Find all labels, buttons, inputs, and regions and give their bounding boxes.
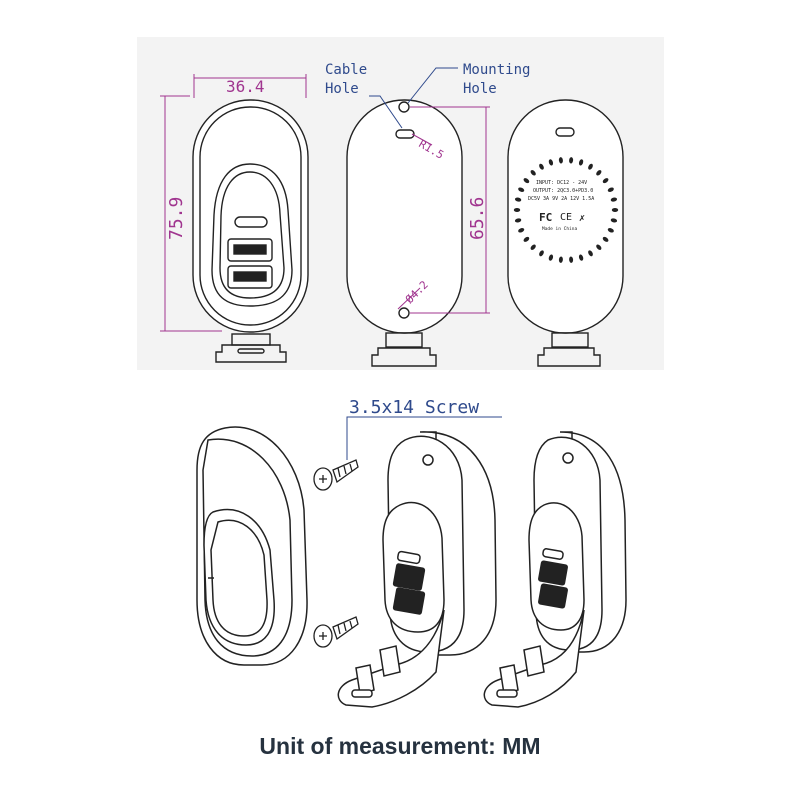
- vent-slot: [523, 236, 530, 242]
- vent-slot: [518, 187, 525, 192]
- screw-callout: 3.5x14 Screw: [349, 397, 479, 418]
- label-plate-line2: OUTPUT: 2QC3.0+PD3.0: [533, 188, 593, 194]
- vent-slot: [548, 159, 554, 166]
- vent-slot: [578, 254, 584, 261]
- cable-hole-callout: Cable Hole: [325, 62, 376, 97]
- vent-slot: [607, 228, 614, 233]
- mounting-hole-top: [398, 101, 410, 113]
- vent-slot: [523, 178, 530, 184]
- vent-slot: [558, 256, 563, 263]
- label-view: [507, 99, 624, 367]
- cover-isometric: [196, 426, 308, 666]
- usb-a-port-bottom: [227, 265, 273, 289]
- vent-slot: [514, 197, 522, 202]
- unit-caption: Unit of measurement: MM: [259, 733, 541, 759]
- hole-spacing-label: 65.6: [467, 197, 488, 240]
- mounting-hole-bottom: [398, 307, 410, 319]
- vent-slot: [548, 254, 554, 261]
- screw-callout-line: [346, 416, 502, 460]
- vent-slot: [596, 244, 602, 250]
- ce-mark: CE: [560, 212, 572, 223]
- label-plate-line3: DC5V 3A 9V 2A 12V 1.5A: [528, 196, 594, 202]
- vent-slot: [607, 187, 614, 192]
- vent-slot: [602, 178, 609, 184]
- screw-upper: [313, 459, 359, 491]
- cable-hole: [395, 129, 415, 139]
- vent-slot: [602, 236, 609, 242]
- cable-hole-callout-line2: Hole: [325, 81, 359, 97]
- screw-lower: [313, 616, 359, 648]
- vent-slot: [530, 170, 536, 176]
- charger-isometric-right: [483, 431, 627, 708]
- vent-slot: [514, 218, 522, 223]
- front-view: [192, 99, 309, 363]
- mounting-hole-callout-line1: Mounting: [463, 62, 530, 78]
- vent-slot: [588, 163, 593, 170]
- vent-slot: [569, 256, 574, 263]
- vent-slot: [588, 250, 593, 257]
- vent-slot: [610, 197, 618, 202]
- vent-slot: [530, 244, 536, 250]
- charger-isometric-left: [337, 431, 497, 708]
- vent-ring: [513, 157, 619, 263]
- front-dimensions: [160, 74, 307, 332]
- height-dimension-label: 75.9: [166, 197, 187, 240]
- width-dimension-label: 36.4: [226, 77, 265, 96]
- cable-hole-callout-line1: Cable: [325, 62, 367, 78]
- label-plate-line1: INPUT: DC12 - 24V: [536, 180, 587, 186]
- vent-slot: [558, 157, 563, 164]
- fcc-mark: FC: [539, 211, 552, 224]
- vent-slot: [513, 208, 521, 212]
- back-dimensions: [397, 106, 490, 314]
- usb-c-port: [234, 216, 268, 228]
- vent-slot: [539, 250, 544, 257]
- mounting-hole-callout-line2: Hole: [463, 81, 497, 97]
- label-plate-line4: Made in China: [542, 226, 578, 232]
- vent-slot: [596, 170, 602, 176]
- weee-icon: ✗: [579, 213, 585, 224]
- vent-slot: [610, 218, 618, 223]
- callout-lines: [369, 67, 458, 129]
- vent-slot: [611, 208, 619, 212]
- vent-slot: [539, 163, 544, 170]
- vent-slot: [578, 159, 584, 166]
- vent-slot: [569, 157, 574, 164]
- mounting-hole-callout: Mounting Hole: [463, 62, 539, 97]
- usb-a-port-top: [227, 238, 273, 262]
- vent-slot: [518, 228, 525, 233]
- back-view: [346, 99, 463, 367]
- label-plate: INPUT: DC12 - 24V OUTPUT: 2QC3.0+PD3.0 D…: [528, 180, 594, 232]
